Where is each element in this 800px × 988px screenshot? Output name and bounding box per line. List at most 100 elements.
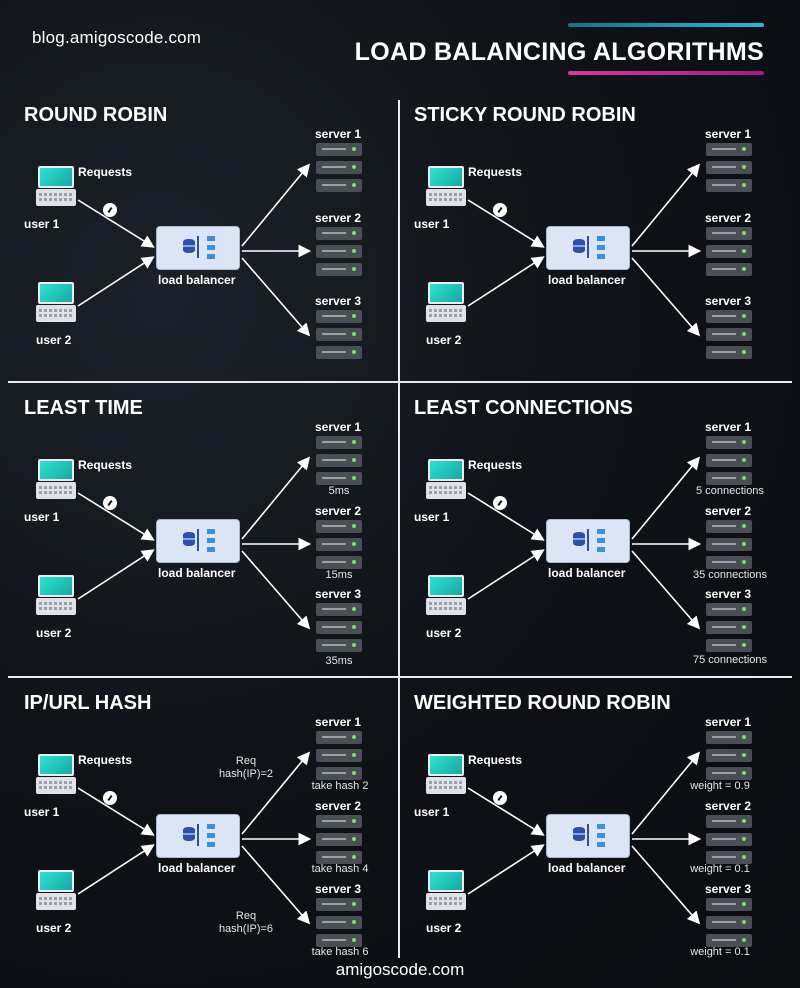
server-1-label: server 1 [315, 127, 362, 141]
server-2-rack-icon [316, 815, 362, 864]
server-1-label: server 1 [705, 420, 752, 434]
server-1-label: server 1 [315, 715, 362, 729]
arrow-lb-to-server3 [241, 845, 311, 925]
server-1-rack-icon [706, 143, 752, 192]
user-1-label: user 1 [24, 510, 60, 524]
load-balancer-icon [156, 814, 240, 858]
user-1-laptop-icon [36, 459, 76, 499]
arrow-user1-to-lb [467, 492, 545, 541]
user-2-label: user 2 [426, 626, 462, 640]
server-1-metric: weight = 0.9 [690, 780, 750, 792]
server-3-rack-icon [316, 310, 362, 359]
user-2-label: user 2 [36, 921, 72, 935]
load-balancer-label: load balancer [548, 566, 626, 580]
server-1-rack-icon [706, 731, 752, 780]
server-2-label: server 2 [315, 211, 362, 225]
arrow-user2-to-lb [77, 256, 155, 307]
arrow-lb-to-server1 [241, 751, 311, 835]
server-1-metric: take hash 2 [311, 780, 369, 792]
requests-label: Requests [468, 458, 523, 472]
server-2-rack-icon [316, 520, 362, 569]
request-badge-icon [103, 496, 117, 510]
server-3-label: server 3 [705, 882, 752, 896]
request-badge-icon [103, 791, 117, 805]
server-1-rack-icon [316, 731, 362, 780]
server-1-label: server 1 [315, 420, 362, 434]
user-2-label: user 2 [36, 333, 72, 347]
arrow-user2-to-lb [467, 844, 545, 895]
arrow-lb-to-server1 [631, 163, 701, 247]
connection-arrows [467, 751, 702, 925]
load-balancer-label: load balancer [548, 861, 626, 875]
arrow-user1-to-lb [77, 199, 155, 248]
connection-arrows [77, 456, 312, 630]
user-2-laptop-icon [36, 282, 76, 322]
arrow-lb-to-server1 [631, 456, 701, 540]
grid-divider-horizontal-2 [8, 676, 792, 678]
panel-title: IP/URL HASH [24, 692, 152, 714]
request-badge-icon [493, 791, 507, 805]
server-1-rack-icon [316, 143, 362, 192]
arrow-user1-to-lb [77, 492, 155, 541]
server-2-metric: 35 connections [693, 569, 767, 581]
server-2-rack-icon [706, 815, 752, 864]
server-3-rack-icon [316, 603, 362, 652]
server-3-rack-icon [706, 603, 752, 652]
server-3-label: server 3 [315, 294, 362, 308]
server-1-metric: 5ms [328, 485, 350, 497]
user-2-label: user 2 [426, 921, 462, 935]
hash-label-bottom: hash(IP)=6 [218, 923, 274, 935]
panel-title: LEAST TIME [24, 397, 143, 419]
server-1-label: server 1 [705, 715, 752, 729]
user-2-laptop-icon [426, 870, 466, 910]
load-balancer-label: load balancer [158, 861, 236, 875]
server-2-rack-icon [316, 227, 362, 276]
user-2-label: user 2 [36, 626, 72, 640]
server-3-metric: weight = 0.1 [690, 946, 750, 958]
panel-title: STICKY ROUND ROBIN [414, 104, 636, 126]
request-badge-icon [493, 496, 507, 510]
server-3-label: server 3 [315, 587, 362, 601]
load-balancer-icon [156, 519, 240, 563]
site-url: blog.amigoscode.com [32, 28, 202, 47]
user-1-label: user 1 [414, 805, 450, 819]
server-2-label: server 2 [705, 211, 752, 225]
server-3-rack-icon [706, 310, 752, 359]
arrow-lb-to-server3 [631, 845, 701, 925]
server-3-label: server 3 [705, 294, 752, 308]
grid-divider-horizontal-1 [8, 381, 792, 383]
user-1-label: user 1 [24, 217, 60, 231]
arrow-lb-to-server1 [241, 456, 311, 540]
request-badge-icon [103, 203, 117, 217]
panel-title: WEIGHTED ROUND ROBIN [414, 692, 671, 714]
server-1-metric: 5 connections [696, 485, 764, 497]
server-1-rack-icon [706, 436, 752, 485]
user-1-laptop-icon [36, 754, 76, 794]
load-balancer-icon [546, 519, 630, 563]
server-3-rack-icon [706, 898, 752, 947]
arrow-user2-to-lb [77, 844, 155, 895]
arrow-user1-to-lb [467, 787, 545, 836]
user-1-laptop-icon [426, 459, 466, 499]
user-2-laptop-icon [36, 870, 76, 910]
requests-label: Requests [468, 165, 523, 179]
hash-label-top: hash(IP)=2 [218, 768, 274, 780]
server-3-label: server 3 [705, 587, 752, 601]
user-1-laptop-icon [36, 166, 76, 206]
connection-arrows [77, 163, 312, 337]
load-balancer-icon [156, 226, 240, 270]
server-3-metric: 75 connections [693, 654, 767, 666]
arrow-lb-to-server3 [631, 257, 701, 337]
user-2-laptop-icon [426, 575, 466, 615]
server-3-rack-icon [316, 898, 362, 947]
requests-label: Requests [468, 753, 523, 767]
arrow-lb-to-server3 [631, 550, 701, 630]
panel-title: LEAST CONNECTIONS [414, 397, 633, 419]
server-2-metric: take hash 4 [311, 863, 369, 875]
arrow-user1-to-lb [467, 199, 545, 248]
server-2-label: server 2 [315, 799, 362, 813]
